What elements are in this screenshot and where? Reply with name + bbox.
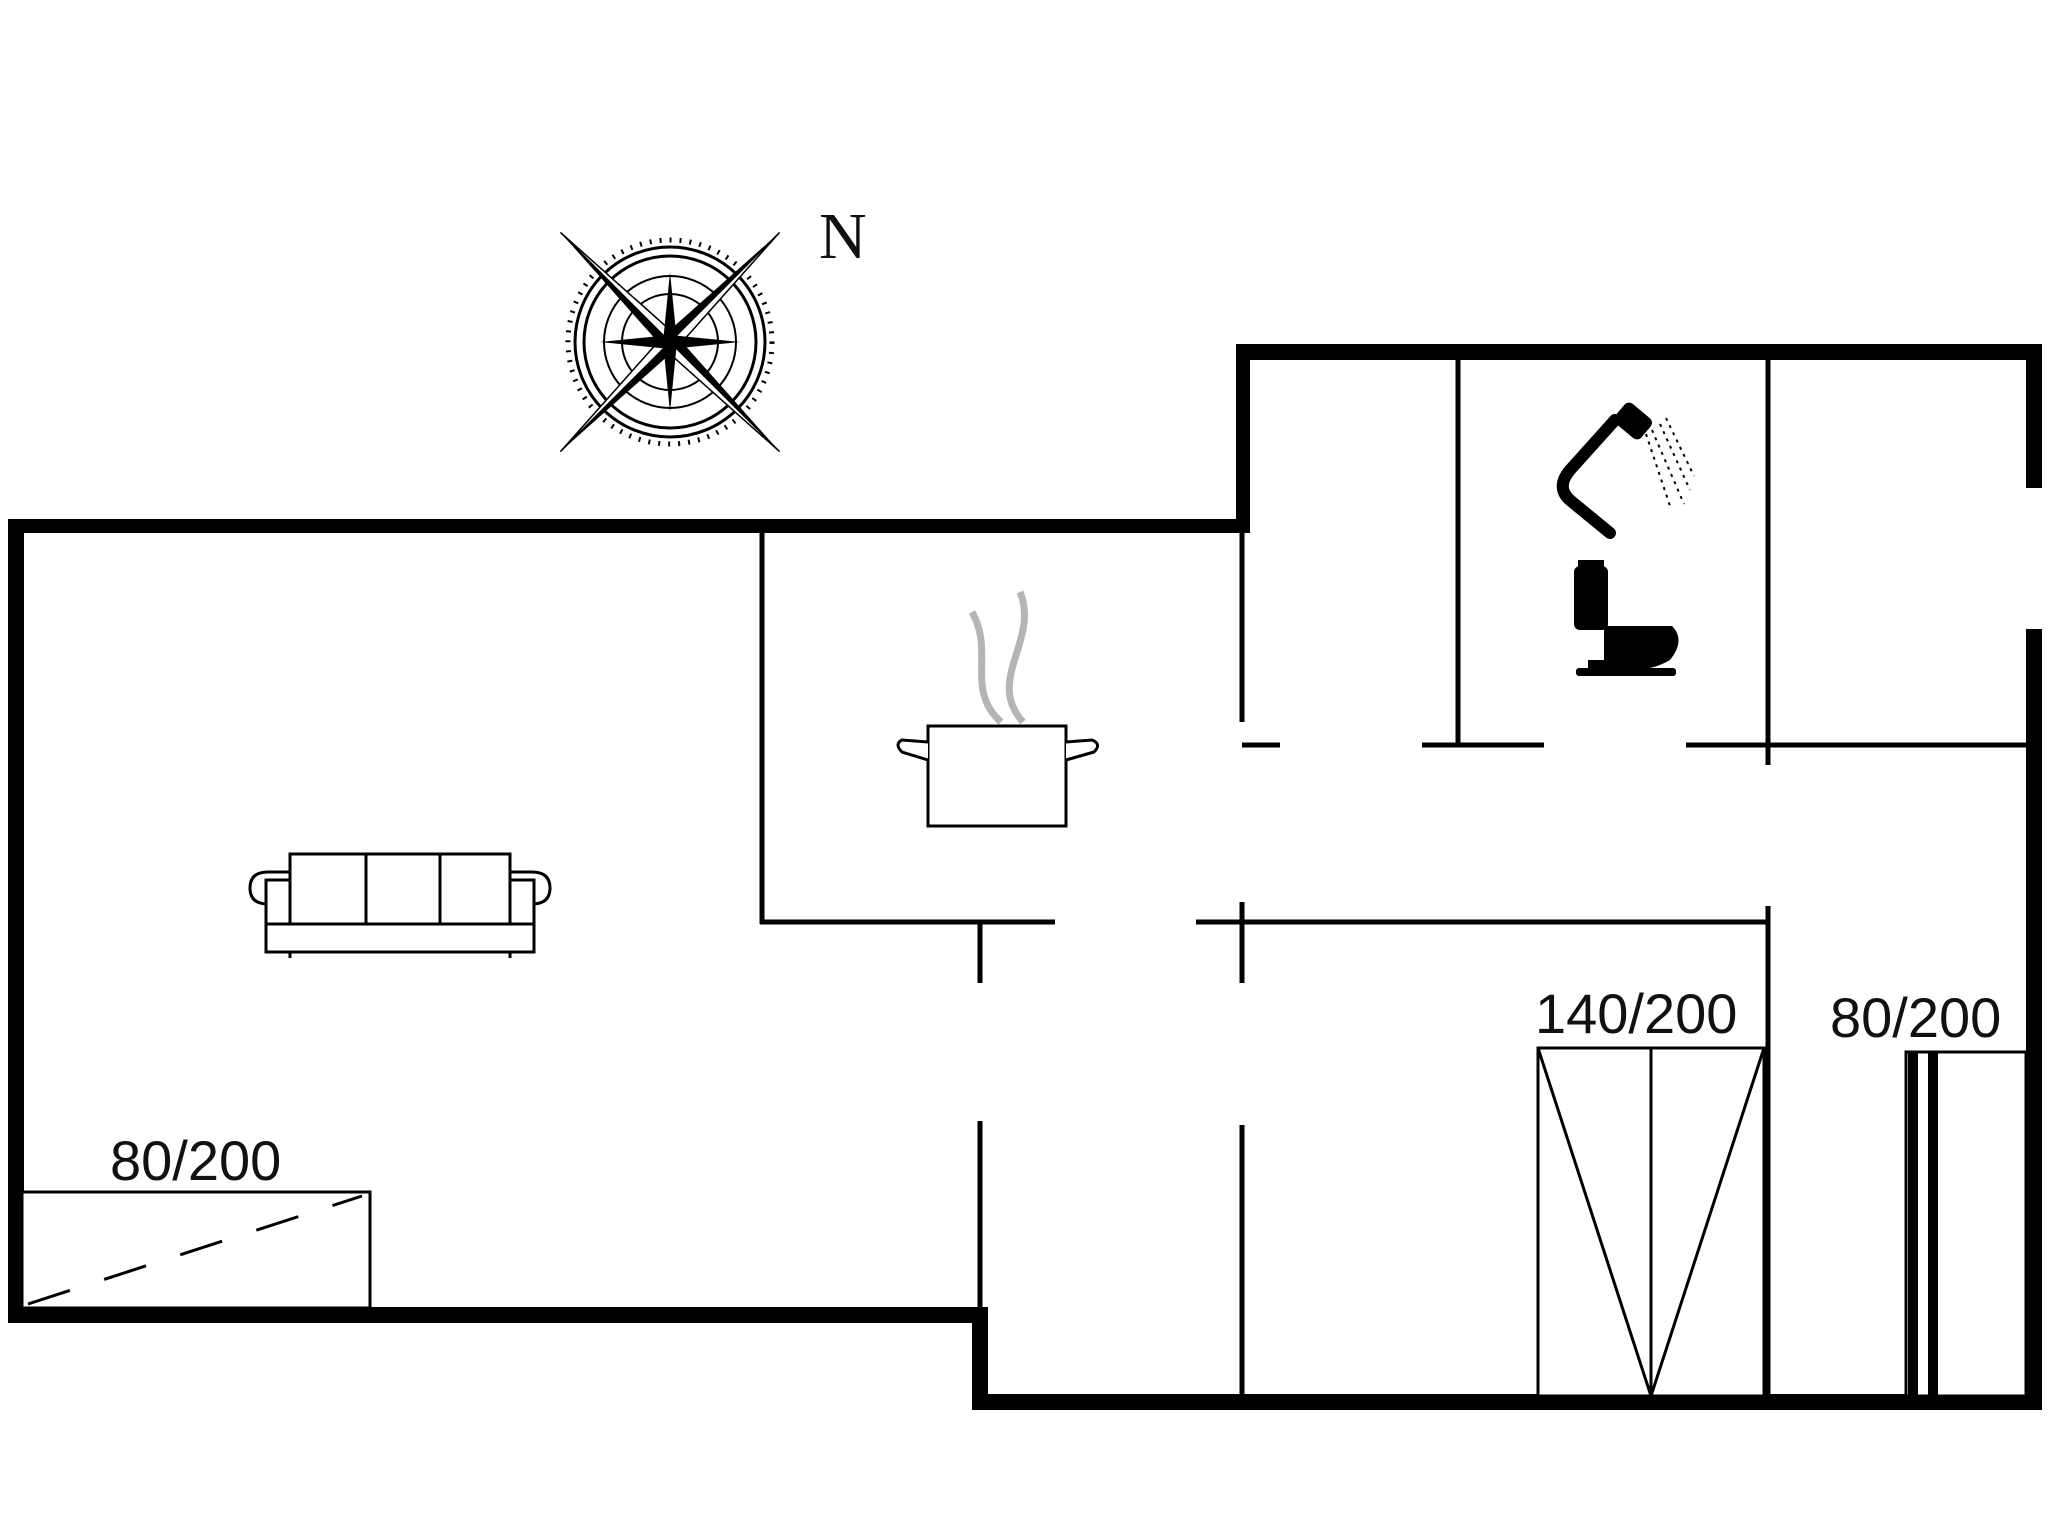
wall-top-left <box>8 519 1248 533</box>
bed-single-label: 80/200 <box>1830 986 2001 1049</box>
bed-living-label: 80/200 <box>110 1129 281 1192</box>
wall-bottom-right <box>972 1394 2042 1410</box>
wall-bottom-left <box>8 1307 986 1323</box>
wall-top-right <box>1236 344 2042 360</box>
wall-right-upper <box>2026 344 2042 488</box>
north-label: N <box>819 200 867 273</box>
bed-living: 80/200 <box>20 1129 372 1310</box>
cooking-pot-icon <box>896 590 1099 828</box>
shower-icon <box>1556 402 1695 539</box>
sofa-icon <box>248 852 552 958</box>
interior-walls <box>759 358 2028 1396</box>
bed-single: 80/200 <box>1830 986 2028 1398</box>
toilet-icon <box>1574 560 1679 676</box>
wall-jog <box>1236 344 1250 533</box>
wall-right-lower <box>2026 629 2042 1410</box>
bed-double-label: 140/200 <box>1535 982 1737 1045</box>
compass-rose-icon <box>559 231 781 453</box>
wall-left <box>8 519 24 1321</box>
wall-step <box>972 1307 988 1410</box>
bed-double: 140/200 <box>1535 982 1766 1401</box>
outer-walls <box>8 344 2042 1410</box>
